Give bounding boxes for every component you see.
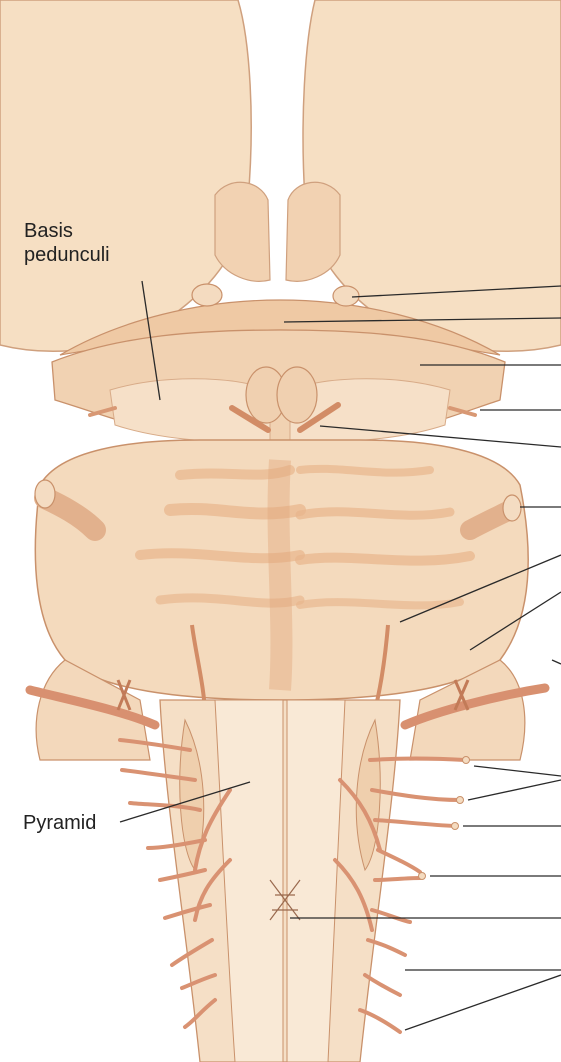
leader-facial [552, 660, 561, 664]
leader-glossopharyngeal-1 [474, 766, 561, 776]
right-optic-nerve-stump [333, 286, 359, 306]
left-uncus [215, 182, 270, 281]
nerve-end-knob [452, 823, 459, 830]
pons-midline [279, 460, 282, 690]
trigeminal-nerve-left-stump [35, 480, 55, 508]
mammillary-body-right [277, 367, 317, 423]
right-uncus [286, 182, 340, 281]
nerve-end-knob [419, 873, 426, 880]
pons-striation [300, 602, 460, 605]
nerve-end-knob [463, 757, 470, 764]
pons-striation [300, 556, 470, 561]
basis-pedunculi-label-line1: Basis [24, 219, 110, 243]
pons-striation [300, 512, 450, 516]
nerve-end-knob [457, 797, 464, 804]
leader-glossopharyngeal-2 [468, 780, 561, 800]
basis-pedunculi-label: Basis pedunculi [24, 219, 110, 267]
pons-striation [300, 469, 430, 473]
basis-pedunculi-label-line2: pedunculi [24, 243, 110, 267]
trigeminal-nerve-right-stump [503, 495, 521, 521]
leader-hypoglossal-2 [405, 975, 561, 1030]
left-optic-nerve-stump [192, 284, 222, 306]
pyramid-label: Pyramid [23, 811, 96, 835]
